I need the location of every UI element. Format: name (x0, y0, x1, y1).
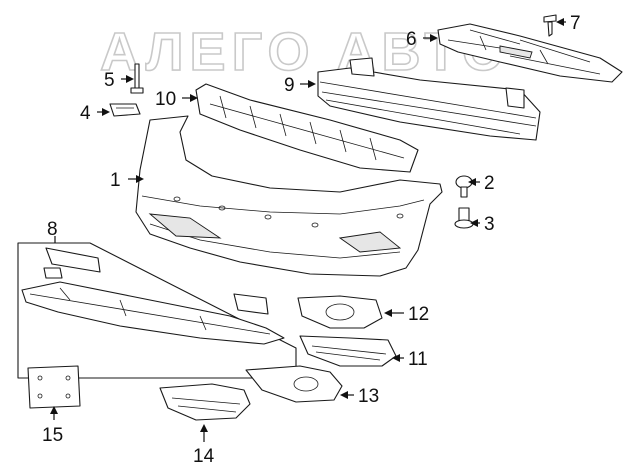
part-3-pin (454, 207, 474, 229)
part-7-push-pin (543, 14, 557, 37)
callout-7: 7 (570, 13, 581, 34)
callout-9: 9 (284, 75, 295, 96)
part-6-upper-shield (437, 23, 623, 83)
part-2-screw (455, 175, 473, 198)
callout-5: 5 (104, 70, 115, 91)
part-10-upper-retainer (195, 83, 419, 173)
part-9-reinforcement-beam (317, 57, 541, 141)
callout-15: 15 (42, 425, 63, 446)
part-13-lower-bezel (245, 365, 343, 403)
part-8-kit-box (17, 242, 297, 379)
callout-12: 12 (408, 304, 429, 325)
part-5-screw (130, 63, 144, 94)
leader-lines (50, 18, 566, 442)
callout-13: 13 (358, 386, 379, 407)
callout-4: 4 (80, 103, 91, 124)
part-15-plate-bracket (27, 365, 81, 409)
part-4-bracket (109, 103, 141, 117)
callout-8: 8 (47, 219, 58, 240)
callout-6: 6 (406, 29, 417, 50)
callout-3: 3 (484, 214, 495, 235)
part-12-fog-bezel (297, 295, 383, 329)
part-11-grille-insert (299, 335, 397, 367)
part-14-lower-grille (159, 383, 251, 421)
watermark: АЛЕГО АВТО (100, 22, 510, 82)
callout-2: 2 (484, 173, 495, 194)
part-1-bumper-fascia (135, 115, 443, 277)
callout-11: 11 (408, 349, 428, 370)
callout-14: 14 (193, 446, 215, 467)
callout-1: 1 (110, 170, 121, 191)
callout-labels: 1 2 3 4 5 6 7 8 9 10 11 12 13 14 15 (42, 13, 581, 467)
callout-10: 10 (155, 89, 176, 110)
